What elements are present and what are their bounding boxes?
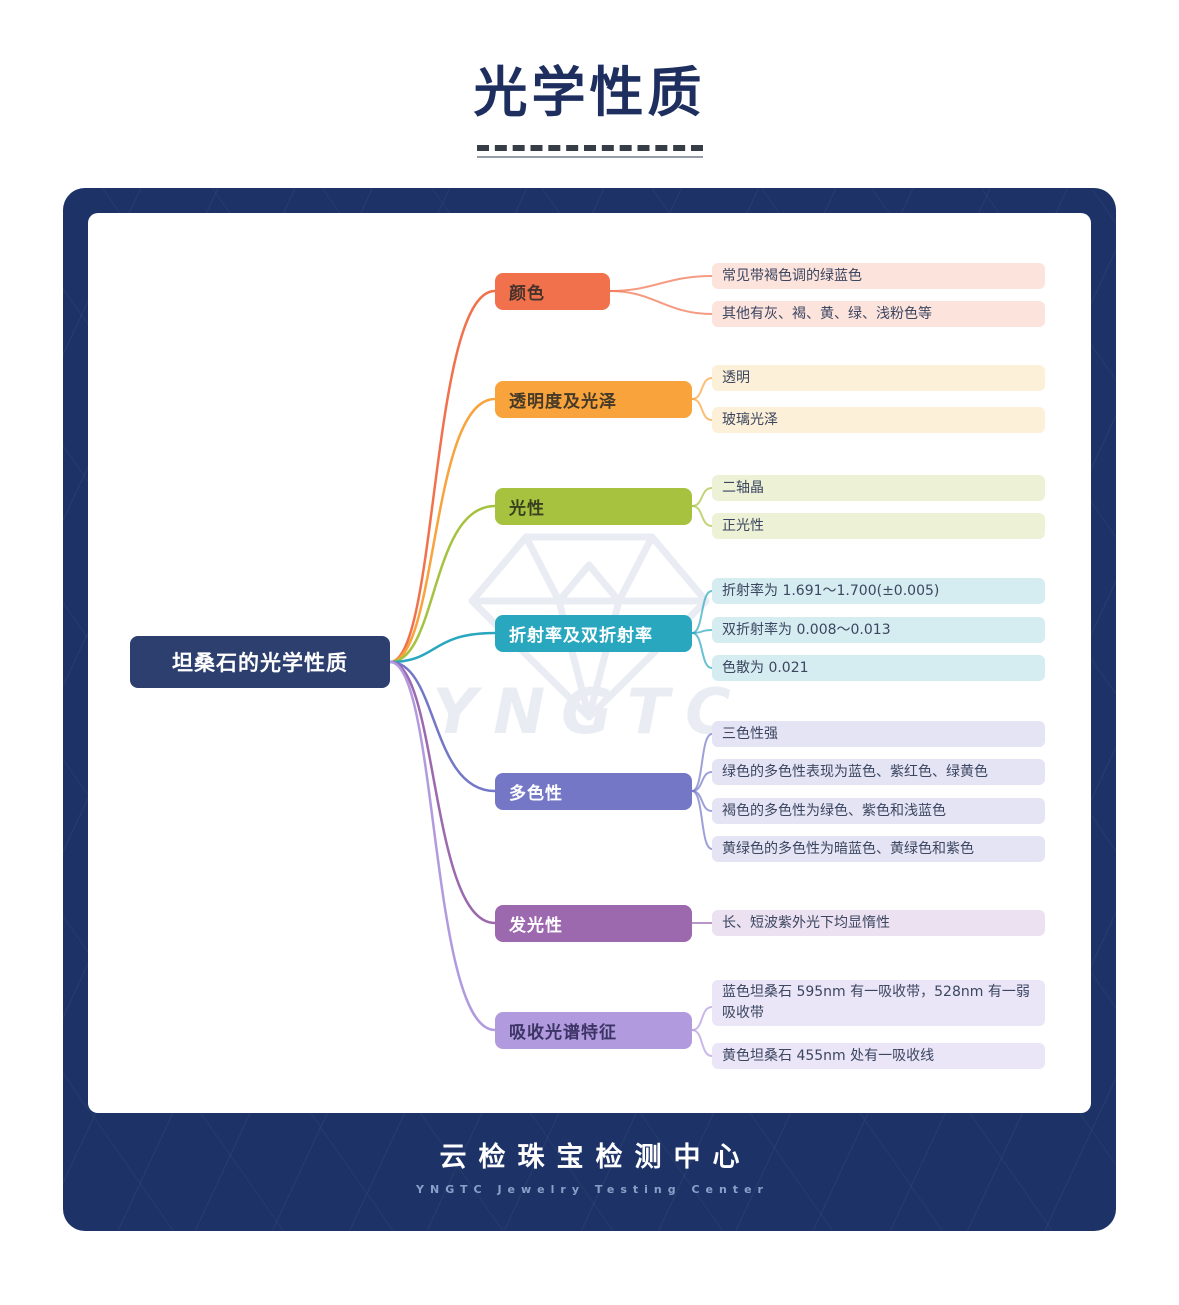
- child-node: 正光性: [712, 513, 1045, 539]
- mindmap-panel: YNGTC: [88, 213, 1091, 1113]
- mindmap-board: YNGTC: [63, 188, 1116, 1231]
- child-node: 透明: [712, 365, 1045, 391]
- child-node: 蓝色坦桑石 595nm 有一吸收带，528nm 有一弱吸收带: [712, 980, 1045, 1026]
- child-node: 褐色的多色性为绿色、紫色和浅蓝色: [712, 798, 1045, 824]
- branch-node-color: 颜色: [495, 273, 610, 310]
- child-node: 常见带褐色调的绿蓝色: [712, 263, 1045, 289]
- title-underline-solid: [476, 156, 703, 158]
- branch-node-refractive-index: 折射率及双折射率: [495, 615, 692, 652]
- child-node: 玻璃光泽: [712, 407, 1045, 433]
- child-node: 其他有灰、褐、黄、绿、浅粉色等: [712, 301, 1045, 327]
- root-node: 坦桑石的光学性质: [130, 636, 390, 688]
- branch-node-absorption-spectrum: 吸收光谱特征: [495, 1012, 692, 1049]
- brand-name-en: YNGTC Jewelry Testing Center: [416, 1183, 769, 1196]
- branch-node-transparency-luster: 透明度及光泽: [495, 381, 692, 418]
- child-node: 二轴晶: [712, 475, 1045, 501]
- child-node: 双折射率为 0.008～0.013: [712, 617, 1045, 643]
- child-node: 长、短波紫外光下均显惰性: [712, 910, 1045, 936]
- footer: 云检珠宝检测中心 YNGTC Jewelry Testing Center: [63, 1135, 1116, 1196]
- header: 光学性质: [0, 0, 1179, 158]
- child-node: 绿色的多色性表现为蓝色、紫红色、绿黄色: [712, 759, 1045, 785]
- page-title: 光学性质: [473, 61, 706, 124]
- child-node: 色散为 0.021: [712, 655, 1045, 681]
- child-node: 折射率为 1.691～1.700(±0.005): [712, 578, 1045, 604]
- child-node: 黄绿色的多色性为暗蓝色、黄绿色和紫色: [712, 836, 1045, 862]
- child-node: 三色性强: [712, 721, 1045, 747]
- title-underline-dashed: [476, 145, 703, 151]
- branch-node-luminescence: 发光性: [495, 905, 692, 942]
- brand-name-cn: 云检珠宝检测中心: [439, 1142, 752, 1173]
- child-node: 黄色坦桑石 455nm 处有一吸收线: [712, 1043, 1045, 1069]
- branch-node-optic-character: 光性: [495, 488, 692, 525]
- branch-node-pleochroism: 多色性: [495, 773, 692, 810]
